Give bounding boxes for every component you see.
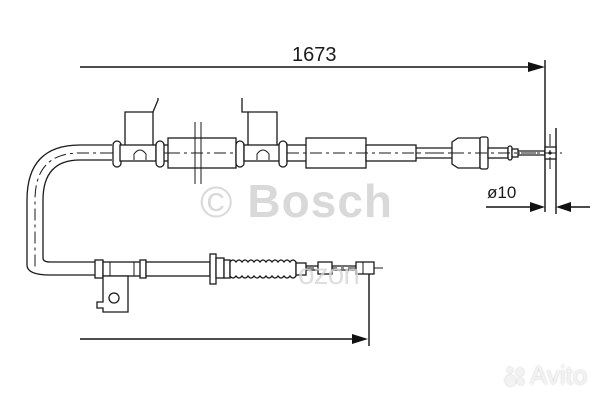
arrow-right-icon	[528, 62, 545, 72]
rubber-boot-bellows	[229, 259, 297, 279]
lower-cable	[94, 253, 385, 313]
avito-watermark: Avito	[505, 360, 587, 391]
copyright-icon: ©	[200, 178, 234, 227]
ozon-faint-watermark: ozon	[298, 258, 360, 291]
length-dimension-line	[80, 60, 546, 212]
overall-length-label: 1673	[292, 44, 337, 66]
cable-bend	[26, 144, 112, 276]
bosch-watermark-text: Bosch	[247, 175, 394, 227]
arrow-left-icon	[556, 202, 571, 212]
arrow-right-icon	[530, 202, 545, 212]
upper-clamp-left	[112, 98, 165, 168]
diameter-label: ø10	[487, 183, 517, 202]
right-end-fitting	[451, 134, 562, 172]
lower-end-fitting	[295, 261, 375, 276]
sleeve-with-break	[167, 122, 237, 184]
bottom-dimension-line	[80, 265, 370, 346]
arrow-right-icon	[352, 334, 368, 344]
avito-watermark-text: Avito	[530, 360, 588, 390]
upper-clamp-right	[235, 98, 288, 168]
bosch-watermark: © Bosch	[200, 174, 393, 228]
avito-logo-icon	[505, 366, 527, 386]
upper-cable-sheath	[286, 137, 452, 169]
diameter-dimension	[486, 128, 590, 214]
